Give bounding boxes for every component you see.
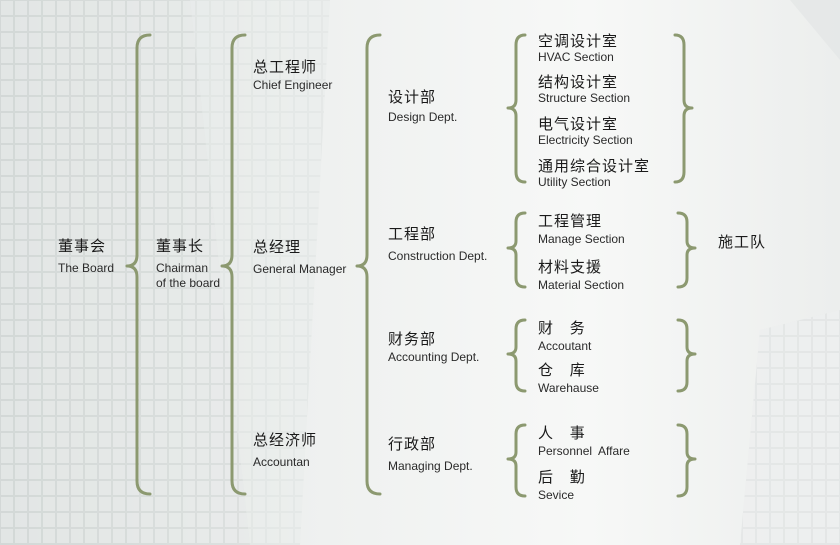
node-service-zh: 后 勤 [538, 468, 591, 486]
node-accountant-zh: 财 务 [538, 319, 591, 337]
brace-general-manager [355, 33, 382, 496]
node-construction-dept-en: Construction Dept. [388, 249, 488, 263]
node-managing-dept-zh: 行政部 [388, 435, 437, 453]
node-warehouse-en: Warehause [538, 381, 599, 395]
brace-design-right [673, 33, 694, 184]
node-warehouse-zh: 仓 库 [538, 361, 591, 379]
node-board-zh: 董事会 [58, 237, 107, 255]
brace-managing-right [676, 423, 697, 498]
node-construction-team-zh: 施工队 [718, 233, 767, 251]
node-warehouse: 仓 库 Warehause [538, 361, 599, 396]
node-chairman-en-2: of the board [156, 276, 221, 290]
node-structure-section: 结构设计室 Structure Section [538, 73, 630, 106]
node-accounting-dept-en: Accounting Dept. [388, 350, 480, 364]
node-managing-dept-en: Managing Dept. [388, 459, 473, 473]
node-personnel-zh: 人 事 [538, 424, 591, 442]
node-chief-accountant: 总经济师 Accountan [253, 431, 317, 470]
node-manage-section-en: Manage Section [538, 232, 625, 246]
node-general-manager-zh: 总经理 [253, 238, 302, 256]
node-managing-dept: 行政部 Managing Dept. [388, 435, 473, 474]
brace-design [506, 33, 527, 184]
node-manage-section: 工程管理 Manage Section [538, 212, 625, 247]
node-structure-zh: 结构设计室 [538, 73, 619, 91]
node-structure-en: Structure Section [538, 91, 631, 105]
node-design-dept-en: Design Dept. [388, 110, 458, 124]
node-utility-zh: 通用综合设计室 [538, 157, 651, 175]
node-utility-en: Utility Section [538, 175, 611, 189]
node-general-manager-en: General Manager [253, 262, 347, 276]
node-hvac-en: HVAC Section [538, 50, 614, 64]
node-hvac-section: 空调设计室 HVAC Section [538, 32, 618, 65]
node-chief-accountant-zh: 总经济师 [253, 431, 318, 449]
node-accounting-dept-zh: 财务部 [388, 330, 437, 348]
node-material-section-en: Material Section [538, 278, 625, 292]
node-construction-team: 施工队 [718, 233, 766, 251]
node-hvac-zh: 空调设计室 [538, 32, 619, 50]
node-chairman-zh: 董事长 [156, 237, 205, 255]
node-accounting-dept: 财务部 Accounting Dept. [388, 330, 479, 365]
node-material-section-zh: 材料支援 [538, 258, 603, 276]
node-utility-section: 通用综合设计室 Utility Section [538, 157, 650, 190]
node-accountant-en: Accoutant [538, 339, 592, 353]
node-service: 后 勤 Sevice [538, 468, 591, 503]
node-electricity-zh: 电气设计室 [538, 115, 619, 133]
node-chief-engineer: 总工程师 Chief Engineer [253, 58, 332, 93]
brace-board [125, 33, 152, 496]
node-construction-dept-zh: 工程部 [388, 225, 437, 243]
node-chief-engineer-zh: 总工程师 [253, 58, 318, 76]
node-electricity-en: Electricity Section [538, 133, 633, 147]
node-manage-section-zh: 工程管理 [538, 212, 603, 230]
node-construction-dept: 工程部 Construction Dept. [388, 225, 487, 264]
node-design-dept: 设计部 Design Dept. [388, 88, 457, 125]
node-general-manager: 总经理 General Manager [253, 238, 346, 277]
node-chairman-en-1: Chairman [156, 261, 209, 275]
brace-managing [506, 423, 527, 498]
node-personnel: 人 事 Personnel Affare [538, 424, 630, 459]
node-chairman: 董事长 Chairman of the board [156, 237, 220, 291]
node-chief-accountant-en: Accountan [253, 455, 310, 469]
brace-construction-right [676, 211, 697, 289]
brace-accounting-right [676, 318, 697, 393]
node-board: 董事会 The Board [58, 237, 114, 276]
brace-construction [506, 211, 527, 289]
brace-accounting [506, 318, 527, 393]
node-accountant: 财 务 Accoutant [538, 319, 591, 354]
node-design-dept-zh: 设计部 [388, 88, 437, 106]
node-material-section: 材料支援 Material Section [538, 258, 624, 293]
brace-chairman [220, 33, 247, 496]
node-personnel-en: Personnel Affare [538, 444, 630, 458]
node-electricity-section: 电气设计室 Electricity Section [538, 115, 633, 148]
node-chief-engineer-en: Chief Engineer [253, 78, 333, 92]
node-service-en: Sevice [538, 488, 575, 502]
node-board-en: The Board [58, 261, 115, 275]
